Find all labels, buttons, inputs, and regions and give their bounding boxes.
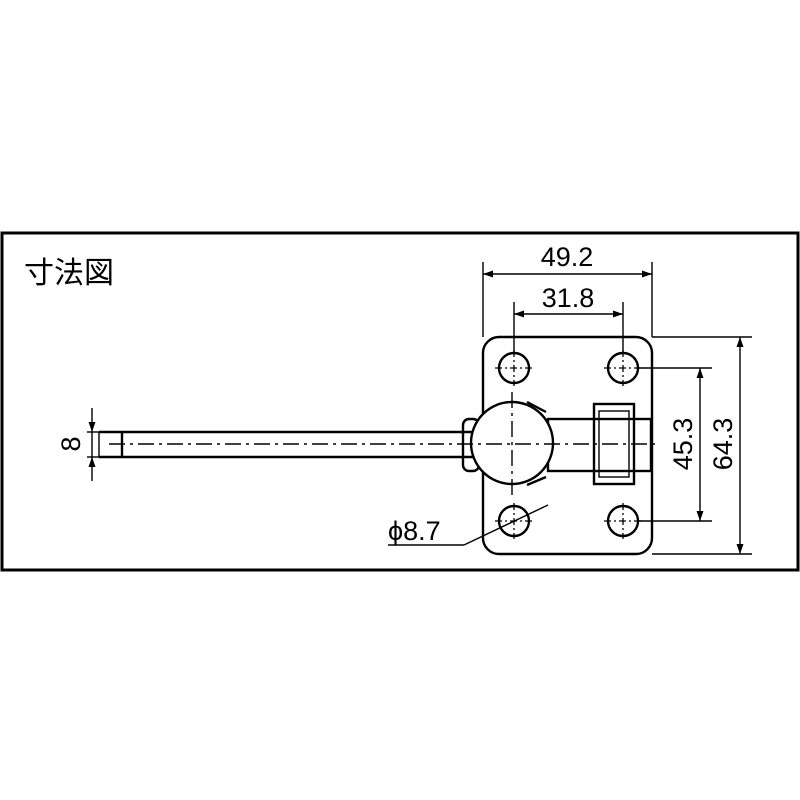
center-lines — [109, 392, 660, 496]
svg-text:64.3: 64.3 — [708, 418, 738, 471]
svg-text:8: 8 — [56, 436, 86, 451]
svg-text:49.2: 49.2 — [541, 242, 594, 272]
handle-bar — [98, 430, 476, 459]
dimension-hole-diameter: ϕ8.7 — [388, 504, 549, 546]
dimension-handle-diameter: 8 — [56, 408, 99, 481]
drawing-frame — [0, 231, 800, 572]
dimension-hole-pitch-horizontal: 31.8 — [513, 283, 624, 353]
dimension-overall-width: 49.2 — [482, 242, 653, 337]
svg-text:31.8: 31.8 — [542, 283, 595, 313]
svg-text:45.3: 45.3 — [668, 418, 698, 471]
dimension-overall-height: 64.3 — [652, 336, 752, 555]
drawing-title: 寸法図 — [24, 256, 114, 291]
dimension-hole-pitch-vertical: 45.3 — [638, 367, 712, 522]
svg-text:ϕ8.7: ϕ8.7 — [388, 516, 441, 546]
